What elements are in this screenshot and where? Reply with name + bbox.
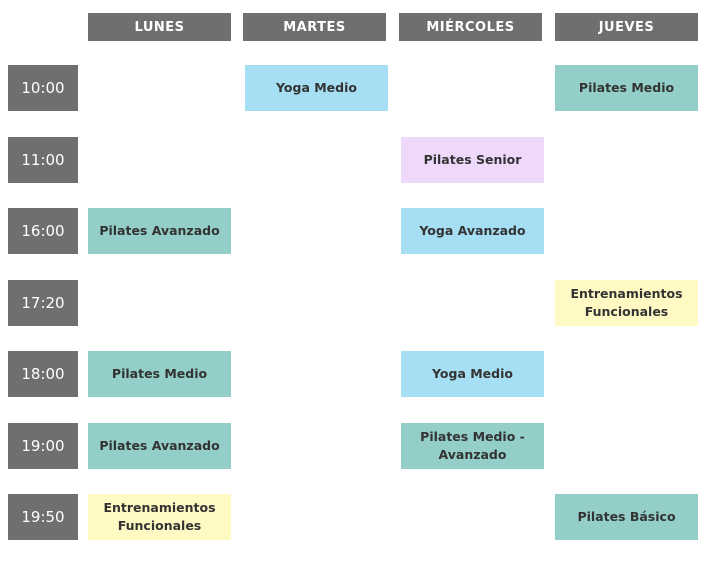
day-header-jueves: JUEVES bbox=[555, 13, 698, 41]
class-cell[interactable]: Yoga Medio bbox=[245, 65, 388, 111]
time-cell: 11:00 bbox=[8, 137, 78, 183]
class-cell[interactable]: Pilates Medio bbox=[555, 65, 698, 111]
class-label: Pilates Senior bbox=[423, 152, 522, 167]
class-cell[interactable]: Pilates Avanzado bbox=[88, 423, 231, 469]
time-cell: 16:00 bbox=[8, 208, 78, 254]
class-label: Yoga Medio bbox=[276, 80, 357, 95]
class-cell[interactable]: Pilates Senior bbox=[401, 137, 544, 183]
class-label: Pilates Medio - Avanzado bbox=[420, 429, 525, 462]
class-cell[interactable]: Entrenamientos Funcionales bbox=[555, 280, 698, 326]
day-header-lunes: LUNES bbox=[88, 13, 231, 41]
time-cell: 18:00 bbox=[8, 351, 78, 397]
day-header-martes: MARTES bbox=[243, 13, 386, 41]
class-label: Pilates Medio bbox=[578, 80, 675, 95]
class-label: Pilates Básico bbox=[577, 509, 676, 524]
class-cell[interactable]: Pilates Medio - Avanzado bbox=[401, 423, 544, 469]
class-cell[interactable]: Pilates Avanzado bbox=[88, 208, 231, 254]
class-label: Yoga Medio bbox=[432, 366, 513, 381]
class-label: Yoga Avanzado bbox=[419, 223, 526, 238]
day-header-miercoles: MIÉRCOLES bbox=[399, 13, 542, 41]
class-label: Entrenamientos Funcionales bbox=[103, 500, 216, 533]
class-cell[interactable]: Yoga Medio bbox=[401, 351, 544, 397]
time-cell: 17:20 bbox=[8, 280, 78, 326]
time-cell: 19:50 bbox=[8, 494, 78, 540]
class-label: Pilates Medio bbox=[111, 366, 208, 381]
time-cell: 19:00 bbox=[8, 423, 78, 469]
class-cell[interactable]: Pilates Medio bbox=[88, 351, 231, 397]
class-label: Pilates Avanzado bbox=[99, 438, 220, 453]
class-cell[interactable]: Entrenamientos Funcionales bbox=[88, 494, 231, 540]
class-cell[interactable]: Pilates Básico bbox=[555, 494, 698, 540]
time-cell: 10:00 bbox=[8, 65, 78, 111]
class-label: Entrenamientos Funcionales bbox=[570, 286, 683, 319]
class-cell[interactable]: Yoga Avanzado bbox=[401, 208, 544, 254]
class-label: Pilates Avanzado bbox=[99, 223, 220, 238]
